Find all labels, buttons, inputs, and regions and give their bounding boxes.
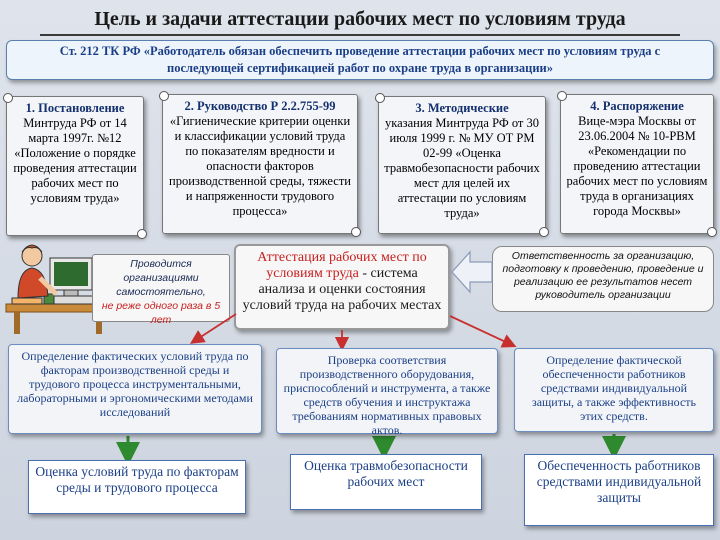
document-1-number: 1. Постановление xyxy=(25,101,125,115)
arrow-to-process-3 xyxy=(449,315,517,348)
responsibility-note: Ответственность за организацию, подготов… xyxy=(492,246,714,312)
document-4-number: 4. Распоряжение xyxy=(590,99,684,113)
document-4-text: Вице-мэра Москвы от 23.06.2004 № 10-РВМ … xyxy=(566,114,708,218)
attestation-definition: Аттестация рабочих мест по условиям труд… xyxy=(234,244,450,330)
document-1: 1. Постановление Минтруда РФ от 14 марта… xyxy=(3,93,147,239)
frequency-note: Проводится организациями самостоятельно,… xyxy=(92,254,230,326)
scroll-curl-icon xyxy=(375,93,385,103)
result-conditions-assessment: Оценка условий труда по факторам среды и… xyxy=(28,460,246,514)
worker-at-computer-illustration xyxy=(5,244,111,334)
scroll-curl-icon xyxy=(3,93,13,103)
document-3-number: 3. Методические xyxy=(415,101,509,115)
document-1-text: Минтруда РФ от 14 марта 1997г. №12 «Поло… xyxy=(13,116,137,205)
process-working-conditions: Определение фактических условий труда по… xyxy=(8,344,262,434)
process-equipment-check: Проверка соответствия производственного … xyxy=(276,348,498,437)
document-2-text: «Гигиенические критерии оценки и классиф… xyxy=(169,114,351,218)
scroll-curl-icon xyxy=(159,91,169,101)
scroll-curl-icon xyxy=(707,227,717,237)
process-ppe-provision: Определение фактической обеспеченности р… xyxy=(514,348,714,432)
scroll-curl-icon xyxy=(351,227,361,237)
frequency-note-main: Проводится организациями самостоятельно, xyxy=(116,258,206,298)
definition-rest: - система анализа и оценки состояния усл… xyxy=(242,266,442,313)
definition-highlight: Аттестация рабочих мест по условиям труд… xyxy=(257,250,427,281)
title-underline xyxy=(40,34,680,36)
responsibility-arrow xyxy=(451,250,493,294)
arrow-to-process-1 xyxy=(189,313,237,344)
scroll-curl-icon xyxy=(539,227,549,237)
document-3: 3. Методические указания Минтруда РФ от … xyxy=(375,93,549,237)
frequency-note-highlight: не реже одного раза в 5 лет xyxy=(101,300,221,326)
page-title: Цель и задачи аттестации рабочих мест по… xyxy=(94,8,626,30)
article-quote: Ст. 212 ТК РФ «Работодатель обязан обесп… xyxy=(6,40,714,80)
scroll-curl-icon xyxy=(557,91,567,101)
result-ppe-provision: Обеспеченность работников средствами инд… xyxy=(524,454,714,526)
document-2-number: 2. Руководство Р 2.2.755-99 xyxy=(184,99,336,113)
document-4: 4. Распоряжение Вице-мэра Москвы от 23.0… xyxy=(557,91,717,237)
scroll-curl-icon xyxy=(137,229,147,239)
document-2: 2. Руководство Р 2.2.755-99 «Гигиеническ… xyxy=(159,91,361,237)
result-injury-safety-assessment: Оценка травмобезопасности рабочих мест xyxy=(290,454,482,510)
document-3-text: указания Минтруда РФ от 30 июля 1999 г. … xyxy=(384,116,540,220)
